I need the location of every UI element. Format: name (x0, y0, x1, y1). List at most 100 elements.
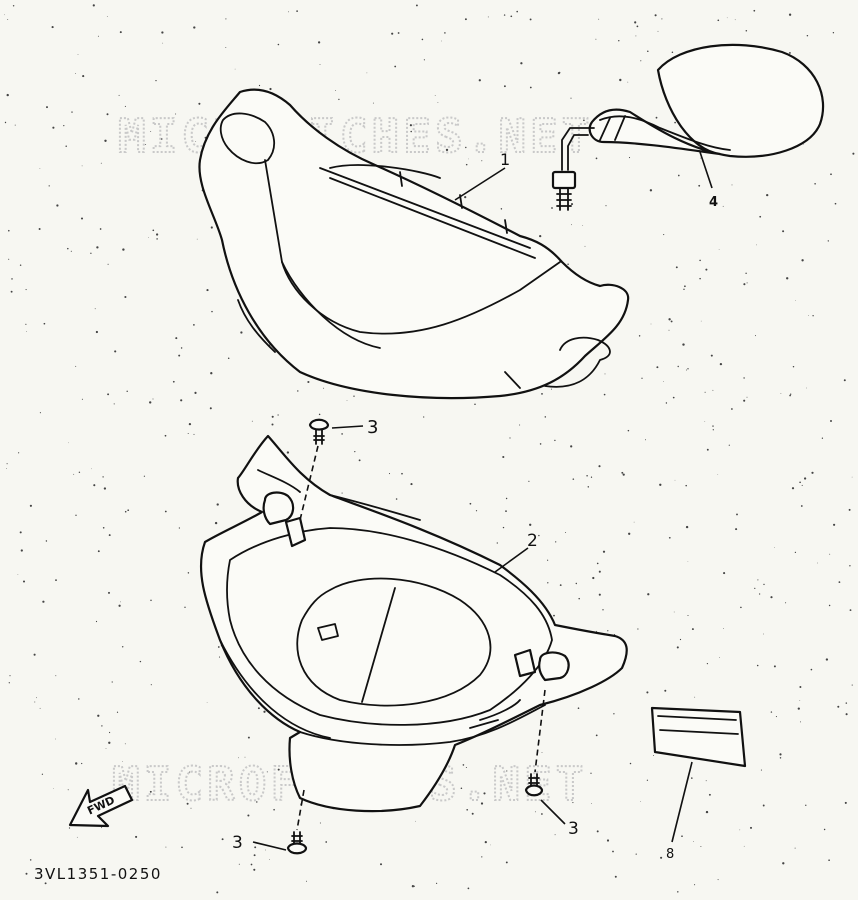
speckle (649, 189, 653, 192)
speckle (534, 811, 536, 813)
speckle (467, 887, 470, 890)
speckle (614, 875, 617, 878)
speckle (833, 523, 836, 526)
leader-4 (699, 151, 713, 189)
speckle (99, 228, 102, 230)
speckle (55, 579, 57, 582)
speckle (465, 163, 468, 166)
speckle (354, 451, 356, 453)
speckle (717, 19, 720, 22)
speckle (668, 329, 670, 331)
speckle (739, 829, 741, 831)
speckle (740, 606, 742, 609)
speckle (647, 593, 650, 596)
speckle (423, 59, 425, 61)
speckle (691, 777, 693, 779)
speckle (81, 165, 83, 167)
speckle (628, 532, 631, 535)
speckle (627, 429, 630, 432)
speckle (52, 126, 55, 129)
speckle (706, 448, 709, 451)
speckle (728, 444, 730, 446)
speckle (519, 424, 521, 426)
speckle (423, 416, 425, 418)
speckle (73, 473, 75, 475)
speckle (621, 471, 624, 474)
speckle (94, 308, 96, 310)
speckle (782, 862, 785, 865)
speckle (708, 793, 711, 796)
speckle (257, 707, 260, 710)
speckle (698, 184, 701, 187)
speckle (676, 646, 679, 649)
speckle (710, 354, 713, 357)
speckle (440, 40, 442, 42)
part-8-label[interactable] (650, 706, 747, 768)
speckle (780, 393, 782, 394)
speckle (149, 790, 152, 793)
speckle (803, 144, 804, 146)
speckle (221, 838, 224, 841)
speckle (210, 372, 213, 375)
speckle (849, 565, 851, 567)
speckle (570, 445, 573, 448)
part-3-screw-right[interactable] (524, 773, 544, 797)
speckle (434, 94, 436, 96)
speckle (277, 768, 280, 771)
speckle (646, 691, 649, 694)
speckle (773, 665, 776, 668)
speckle (218, 656, 221, 658)
speckle (263, 710, 266, 713)
callout-2: 2 (527, 531, 538, 551)
speckle (596, 562, 599, 565)
leader-3a (331, 425, 364, 429)
speckle (851, 476, 853, 478)
speckle (633, 521, 635, 523)
speckle (106, 16, 108, 17)
speckle (67, 247, 69, 250)
speckle (668, 536, 671, 539)
speckle (118, 604, 121, 607)
speckle (9, 675, 11, 677)
speckle (723, 628, 724, 629)
speckle (583, 119, 585, 122)
speckle (67, 789, 69, 791)
speckle (269, 859, 270, 860)
speckle (516, 10, 518, 13)
speckle (629, 762, 632, 765)
callout-8: 8 (666, 847, 674, 862)
speckle (17, 574, 19, 575)
speckle (691, 628, 694, 631)
part-4-mirror[interactable] (551, 43, 825, 211)
speckle (217, 646, 220, 648)
speckle (415, 820, 416, 822)
speckle (591, 803, 592, 804)
speckle (687, 368, 689, 370)
speckle (550, 388, 553, 390)
speckle (108, 534, 111, 537)
speckle (29, 504, 32, 507)
speckle (34, 701, 36, 703)
speckle (665, 402, 668, 404)
speckle (596, 630, 598, 632)
part-3-screw-top[interactable] (308, 418, 330, 445)
speckle (240, 331, 243, 334)
speckle (341, 433, 343, 435)
part-1-upper-cover[interactable] (198, 88, 630, 400)
speckle (437, 101, 439, 103)
speckle (664, 689, 667, 692)
speckle (124, 743, 126, 745)
part-3-screw-bottom[interactable] (286, 831, 308, 855)
speckle (673, 611, 675, 613)
speckle (206, 289, 209, 292)
speckle (76, 836, 78, 838)
speckle (660, 856, 663, 859)
speckle (25, 289, 27, 291)
speckle (469, 502, 472, 505)
part-2-lower-cover[interactable] (199, 434, 628, 813)
speckle (55, 675, 57, 677)
speckle (598, 465, 601, 468)
speckle (712, 425, 714, 427)
speckle (799, 481, 801, 484)
